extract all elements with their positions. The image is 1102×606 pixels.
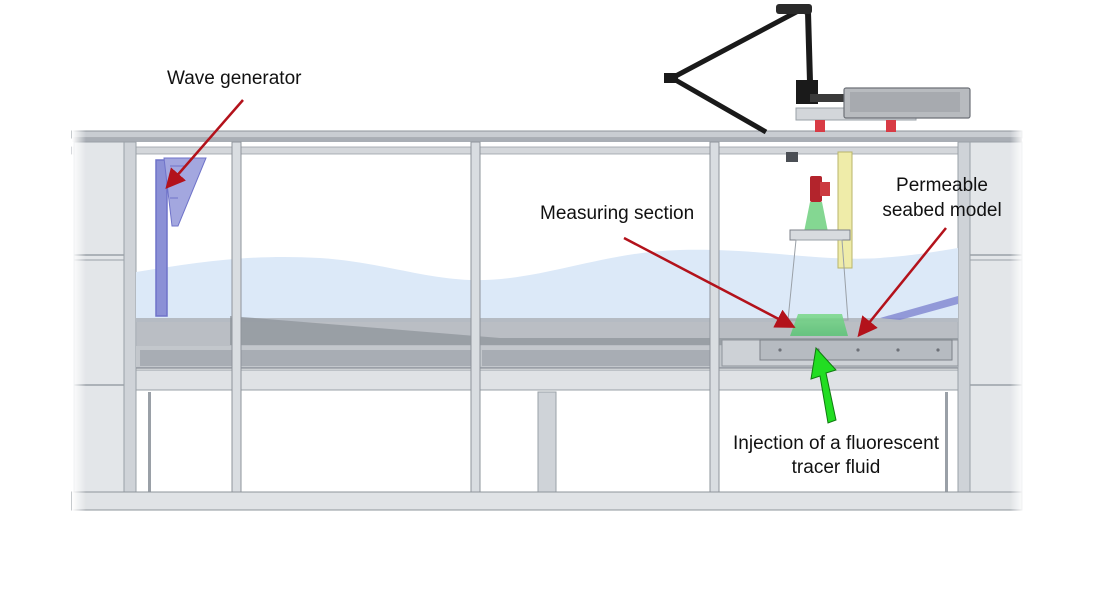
measuring-section-table — [721, 339, 959, 367]
laser-sheet — [790, 314, 848, 336]
permeable-seabed-label-line2: seabed model — [882, 200, 1002, 221]
measurement-rig — [786, 151, 853, 336]
measuring-section-arrow — [623, 236, 796, 328]
water-surface — [136, 248, 958, 322]
permeable-seabed-label-line1: Permeable — [896, 175, 988, 196]
bottom-rail — [71, 491, 1023, 511]
measuring-section-label: Measuring section — [540, 203, 695, 224]
absorbing-beach — [880, 296, 958, 320]
wave-generator-label: Wave generator — [167, 68, 302, 89]
permeable-seabed-arrow — [857, 227, 947, 338]
camera-housing — [843, 87, 971, 119]
injection-label-line1: Injection of a fluorescent — [733, 433, 939, 454]
injection-label-line2: tracer fluid — [791, 457, 881, 478]
wave-generator-arrow — [165, 99, 244, 190]
tracer-injection-arrow — [810, 346, 837, 424]
